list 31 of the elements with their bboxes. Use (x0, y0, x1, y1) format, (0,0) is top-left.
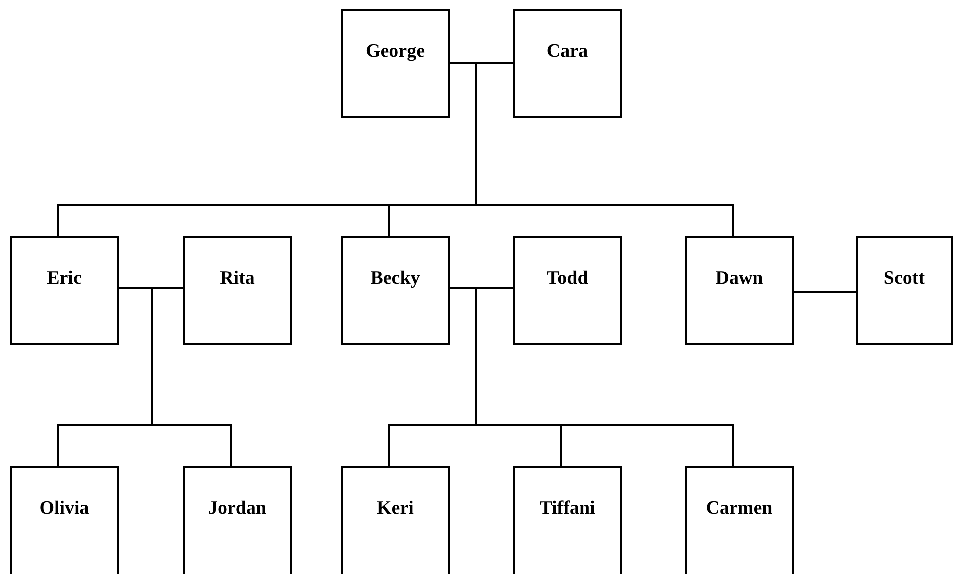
person-name: Rita (220, 268, 255, 290)
connector-line (450, 62, 513, 64)
person-name: Eric (47, 268, 82, 290)
connector-line (794, 291, 856, 293)
person-name: Becky (370, 268, 420, 290)
person-box (513, 9, 622, 118)
person-box (183, 236, 292, 345)
connector-line (450, 287, 513, 289)
person-name: Todd (546, 268, 588, 290)
person-name: Tiffani (540, 498, 596, 520)
person-name: Jordan (208, 498, 267, 520)
person-box (341, 9, 450, 118)
person-box (183, 466, 292, 574)
person-name: Keri (377, 498, 414, 520)
person-box (341, 466, 450, 574)
connector-line (151, 287, 232, 466)
person-box (513, 466, 622, 574)
person-box (685, 236, 794, 345)
person-box (10, 466, 119, 574)
person-box (513, 236, 622, 345)
connector-line (119, 287, 183, 289)
person-name: Scott (884, 268, 926, 290)
person-name: Carmen (706, 498, 773, 520)
person-name: Olivia (40, 498, 90, 520)
person-box (856, 236, 953, 345)
person-box (10, 236, 119, 345)
person-name: Dawn (716, 268, 764, 290)
person-box (685, 466, 794, 574)
person-name: George (366, 41, 426, 63)
person-name: Cara (546, 41, 588, 63)
person-box (341, 236, 450, 345)
